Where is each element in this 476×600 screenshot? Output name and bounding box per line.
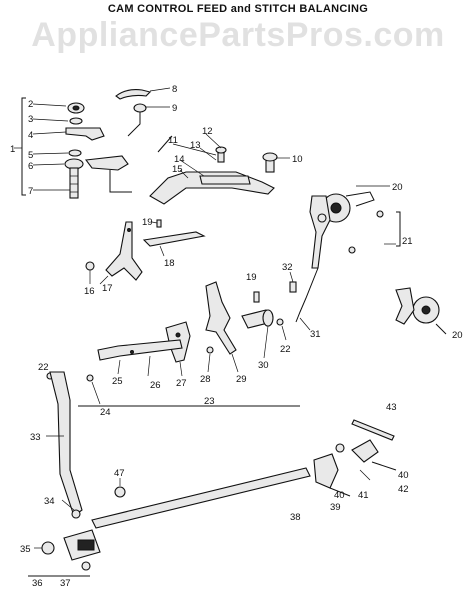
label-part-4: 4 xyxy=(28,130,33,141)
label-part-9: 9 xyxy=(172,103,177,114)
label-part-10: 10 xyxy=(292,154,303,165)
middle-linkage-group xyxy=(46,281,300,407)
label-part-19-upper: 19 xyxy=(142,217,153,228)
label-part-27: 27 xyxy=(176,378,187,389)
label-part-13: 13 xyxy=(190,140,201,151)
label-part-40-left: 40 xyxy=(334,490,345,501)
label-part-16: 16 xyxy=(84,286,95,297)
part-9-screw xyxy=(133,103,147,113)
label-part-2: 2 xyxy=(28,99,33,110)
label-part-28: 28 xyxy=(200,374,211,385)
label-part-15: 15 xyxy=(172,164,183,175)
bottom-shaft-group xyxy=(28,467,311,577)
right-cam-group xyxy=(309,185,401,269)
label-part-36: 36 xyxy=(32,578,43,589)
part-labels: 1 2 3 4 5 6 7 8 9 10 11 12 13 14 15 16 1… xyxy=(10,84,463,589)
second-cam-group xyxy=(395,287,447,335)
upper-plate-group xyxy=(149,133,290,205)
label-part-14: 14 xyxy=(174,154,185,165)
label-part-32: 32 xyxy=(282,262,293,273)
lever-group xyxy=(85,219,206,285)
watermark: AppliancePartsPros.com xyxy=(31,16,445,54)
label-part-29: 29 xyxy=(236,374,247,385)
label-part-26: 26 xyxy=(150,380,161,391)
label-part-3: 3 xyxy=(28,114,33,125)
right-lower-group xyxy=(313,419,397,497)
diagram-title: CAM CONTROL FEED and STITCH BALANCING xyxy=(107,3,369,15)
part-8-spring-clip xyxy=(115,89,152,100)
label-part-7: 7 xyxy=(28,186,33,197)
label-part-20-upper: 20 xyxy=(392,182,403,193)
label-part-5: 5 xyxy=(28,150,33,161)
label-part-31: 31 xyxy=(310,329,321,340)
label-part-35: 35 xyxy=(20,544,31,555)
label-part-1: 1 xyxy=(10,144,15,155)
label-part-30: 30 xyxy=(258,360,269,371)
label-part-8: 8 xyxy=(172,84,177,95)
label-part-18: 18 xyxy=(164,258,175,269)
long-lever-group xyxy=(46,371,83,519)
label-part-12: 12 xyxy=(202,126,213,137)
label-part-42: 42 xyxy=(398,484,409,495)
label-part-25: 25 xyxy=(112,376,123,387)
label-part-33: 33 xyxy=(30,432,41,443)
label-part-38: 38 xyxy=(290,512,301,523)
label-part-43: 43 xyxy=(386,402,397,413)
label-part-39: 39 xyxy=(330,502,341,513)
label-part-37: 37 xyxy=(60,578,71,589)
label-part-34: 34 xyxy=(44,496,55,507)
label-part-22-right: 22 xyxy=(280,344,291,355)
label-part-22-left: 22 xyxy=(38,362,49,373)
left-stack-group xyxy=(14,97,132,199)
label-part-47: 47 xyxy=(114,468,125,479)
label-part-23: 23 xyxy=(204,396,215,407)
label-part-41: 41 xyxy=(358,490,369,501)
label-part-6: 6 xyxy=(28,161,33,172)
part-31-rod xyxy=(295,267,319,323)
label-part-40-right: 40 xyxy=(398,470,409,481)
label-part-21: 21 xyxy=(402,236,413,247)
label-part-11: 11 xyxy=(168,135,178,146)
label-part-17: 17 xyxy=(102,283,113,294)
label-part-19-lower: 19 xyxy=(246,272,257,283)
label-part-24: 24 xyxy=(100,407,111,418)
label-part-20-lower: 20 xyxy=(452,330,463,341)
